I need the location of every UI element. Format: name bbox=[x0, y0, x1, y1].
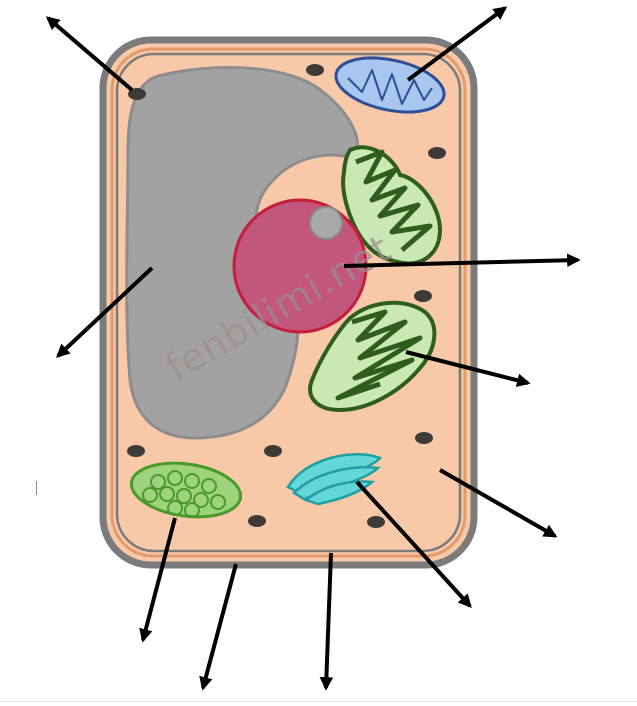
ribosome bbox=[428, 147, 446, 159]
ribosome bbox=[306, 64, 324, 76]
label-arrow bbox=[203, 564, 236, 688]
label-arrow bbox=[326, 553, 331, 688]
bottom-rule bbox=[0, 701, 637, 702]
ribosome bbox=[367, 516, 385, 528]
ribosome bbox=[264, 445, 282, 457]
ribosome bbox=[414, 290, 432, 302]
ribosome bbox=[415, 432, 433, 444]
ribosome bbox=[127, 445, 145, 457]
nucleolus bbox=[310, 207, 342, 239]
stray-mark bbox=[36, 481, 37, 495]
ribosome bbox=[248, 515, 266, 527]
